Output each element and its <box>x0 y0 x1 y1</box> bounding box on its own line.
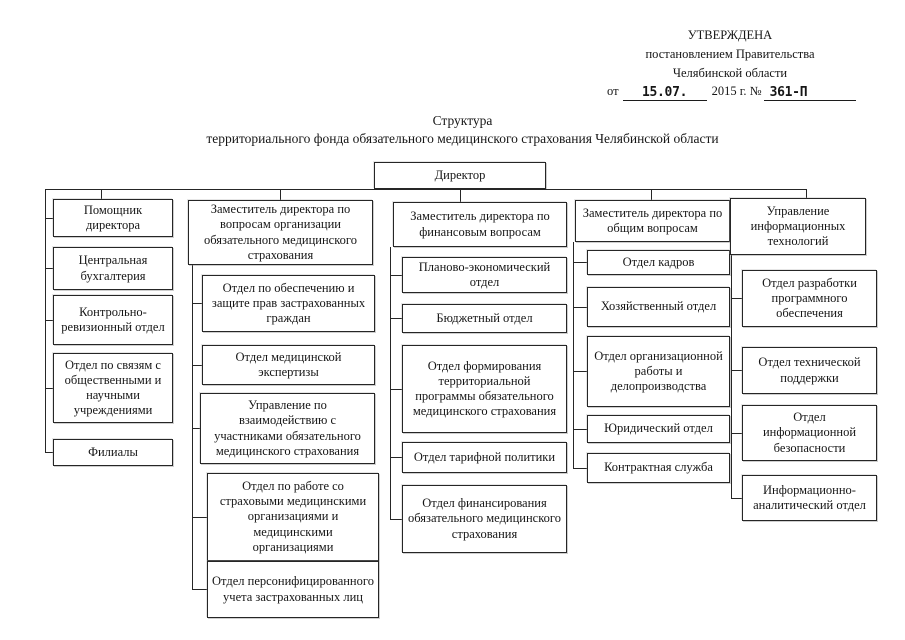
org-node-tariff-policy: Отдел тарифной политики <box>402 442 567 473</box>
org-node-public-relations: Отдел по связям с общественными и научны… <box>53 353 173 423</box>
document-title: Структура территориального фонда обязате… <box>10 112 905 147</box>
connector-hline <box>390 519 402 520</box>
connector-hline <box>731 298 742 299</box>
connector-vline <box>101 189 102 199</box>
connector-hline <box>390 389 402 390</box>
org-node-deputy-finance: Заместитель директора по финансовым вопр… <box>393 202 567 247</box>
connector-spine-c4 <box>573 242 574 468</box>
connector-hline <box>390 318 402 319</box>
org-node-household: Хозяйственный отдел <box>587 287 730 327</box>
org-node-legal: Юридический отдел <box>587 415 730 443</box>
org-node-medical-expertise: Отдел медицинской экспертизы <box>202 345 375 385</box>
connector-hline <box>390 457 402 458</box>
connector-hline <box>573 429 587 430</box>
connector-hline <box>731 498 742 499</box>
org-node-tech-support: Отдел технической поддержки <box>742 347 877 394</box>
connector-vline <box>460 189 461 202</box>
connector-spine-c5 <box>731 255 732 498</box>
connector-main-hline <box>45 189 806 190</box>
org-node-deputy-oms: Заместитель директора по вопросам органи… <box>188 200 373 265</box>
approval-number-blank: 361-П <box>763 85 856 101</box>
org-node-org-work: Отдел организационной работы и делопроиз… <box>587 336 730 407</box>
org-node-insured-rights: Отдел по обеспечению и защите прав застр… <box>202 275 375 332</box>
org-node-hr: Отдел кадров <box>587 250 730 275</box>
org-node-assistant-director: Помощник директора <box>53 199 173 237</box>
connector-hline <box>192 517 207 518</box>
org-node-control-audit: Контрольно-ревизионный отдел <box>53 295 173 345</box>
connector-hline <box>573 371 587 372</box>
org-node-info-security: Отдел информационной безопасности <box>742 405 877 461</box>
org-node-info-analytics: Информационно-аналитический отдел <box>742 475 877 521</box>
connector-hline <box>192 365 202 366</box>
connector-hline <box>192 589 207 590</box>
approval-year-label: 2015 г. № <box>711 84 762 98</box>
connector-hline <box>573 307 587 308</box>
approval-block: УТВЕРЖДЕНА постановлением Правительства … <box>589 26 871 101</box>
org-node-deputy-general: Заместитель директора по общим вопросам <box>575 200 730 242</box>
connector-hline <box>45 452 53 453</box>
connector-hline <box>45 320 53 321</box>
connector-spine-c1 <box>45 189 46 453</box>
org-node-it-department: Управление информационных технологий <box>730 198 866 255</box>
org-node-oms-financing: Отдел финансирования обязательного медиц… <box>402 485 567 553</box>
connector-hline <box>192 303 202 304</box>
org-node-planning-economic: Планово-экономический отдел <box>402 257 567 293</box>
approval-date-row: от 15.07. 2015 г. № 361-П <box>607 84 871 101</box>
org-node-oms-participants: Управление по взаимодействию с участника… <box>200 393 375 464</box>
org-node-branches: Филиалы <box>53 439 173 466</box>
approval-from-label: от <box>607 84 619 98</box>
title-line-1: Структура <box>432 113 493 128</box>
approval-line-authority: постановлением Правительства <box>645 47 815 61</box>
connector-vline <box>806 189 807 198</box>
org-node-director: Директор <box>374 162 546 189</box>
connector-vline <box>651 189 652 200</box>
connector-vline <box>280 189 281 200</box>
connector-spine-c2 <box>192 265 193 590</box>
connector-hline <box>573 262 587 263</box>
approval-number-value: 361-П <box>769 85 808 100</box>
connector-hline <box>45 218 53 219</box>
approval-date-value: 15.07. <box>641 85 688 100</box>
approval-date-blank: 15.07. <box>622 85 707 101</box>
connector-spine-c3 <box>390 247 391 519</box>
org-node-software-dev: Отдел разработки программного обеспечени… <box>742 270 877 327</box>
connector-hline <box>390 275 402 276</box>
approval-stamp: УТВЕРЖДЕНА <box>687 28 773 42</box>
org-node-budget: Бюджетный отдел <box>402 304 567 333</box>
connector-hline <box>731 433 742 434</box>
org-node-territorial-program: Отдел формирования территориальной прогр… <box>402 345 567 433</box>
org-node-contract-service: Контрактная служба <box>587 453 730 483</box>
org-node-insurance-orgs: Отдел по работе со страховыми медицински… <box>207 473 379 561</box>
connector-hline <box>192 428 202 429</box>
org-node-personified-records: Отдел персонифицированного учета застрах… <box>207 561 379 618</box>
connector-hline <box>45 388 53 389</box>
connector-hline <box>573 468 587 469</box>
title-line-2: территориального фонда обязательного мед… <box>206 130 719 146</box>
connector-hline <box>731 370 742 371</box>
org-node-central-accounting: Центральная бухгалтерия <box>53 247 173 290</box>
approval-line-region: Челябинской области <box>672 66 788 80</box>
connector-hline <box>45 268 53 269</box>
